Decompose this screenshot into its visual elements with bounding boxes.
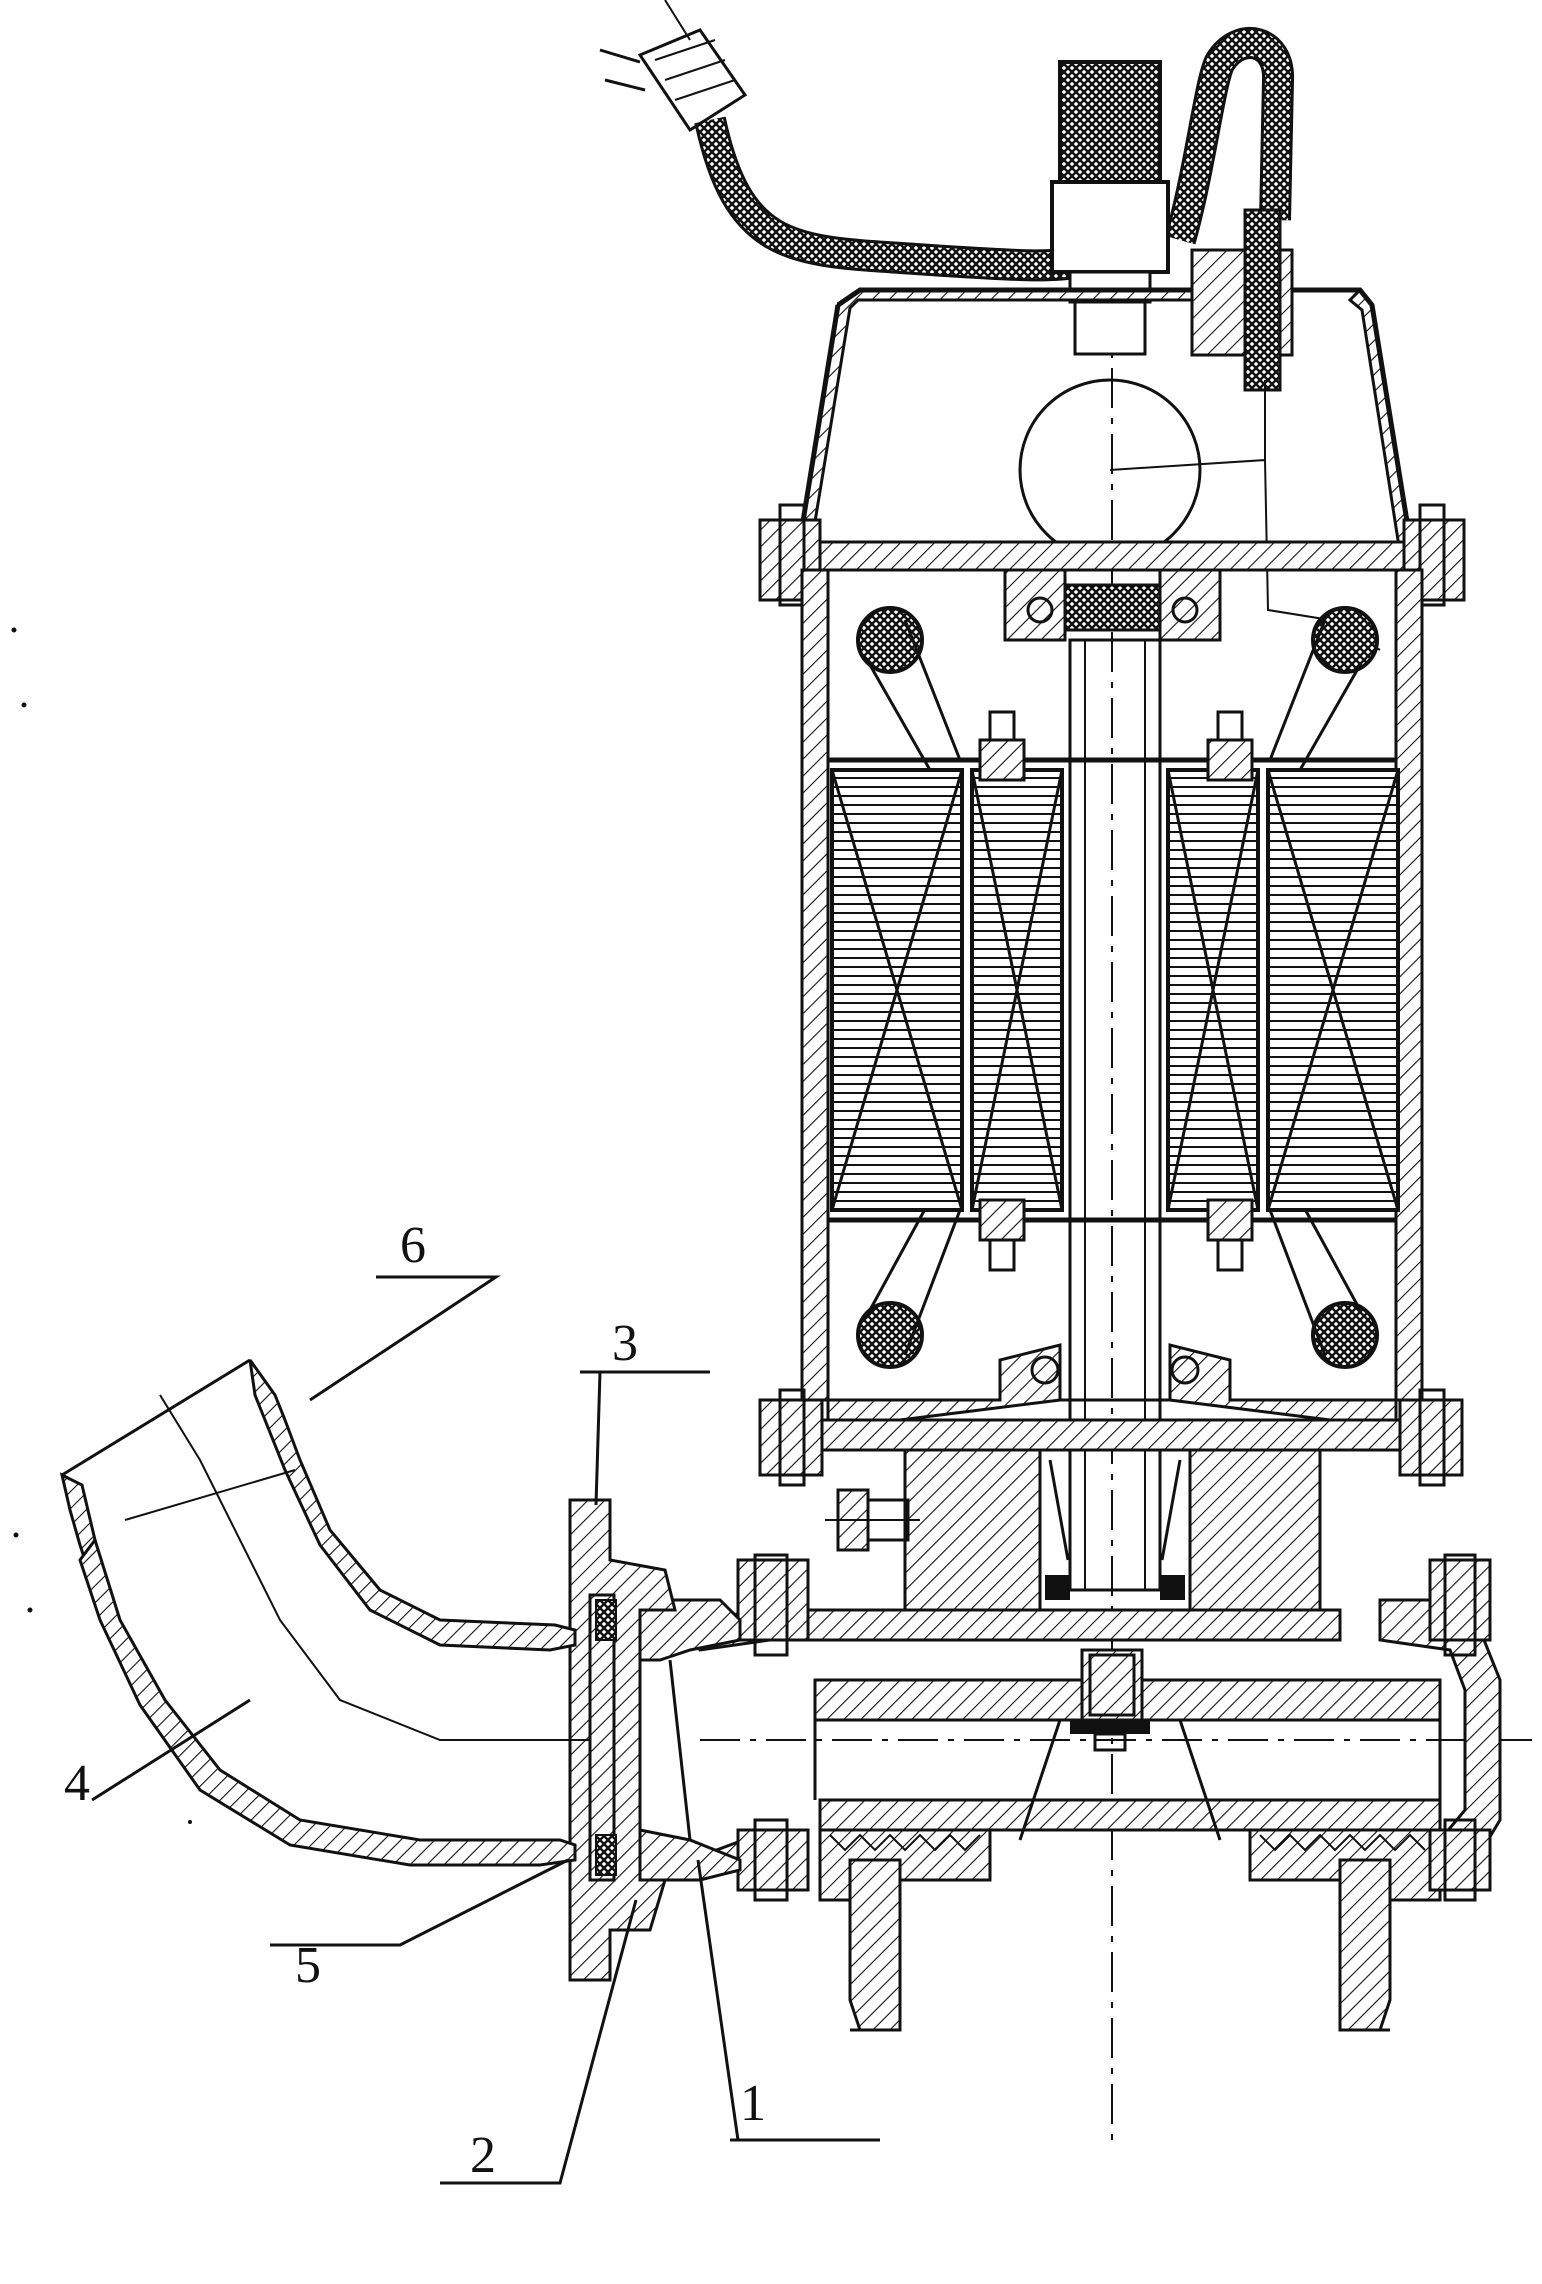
rotor-bolts [978,710,1254,1272]
leader-lines [91,1275,880,2185]
cable-gland [1050,60,1170,356]
label-4: 4 [64,1755,90,1812]
middle-flange [758,1388,1464,1487]
impeller [813,1648,1442,1841]
stator-core [828,757,1400,1223]
label-3: 3 [612,1315,638,1372]
lower-bearing-housing [826,1343,1398,1622]
plug-icon [599,0,748,133]
volute-bolts [736,1553,1492,1902]
pump-outlet-pipe [638,1598,742,1882]
elbow-pipe [59,1358,590,1867]
motor-shaft [1068,638,1162,1592]
power-cable [694,27,1294,282]
base-stand [818,1828,1442,2032]
motor-housing [800,568,1424,1402]
label-2: 2 [470,2127,496,2184]
label-5: 5 [295,1937,321,1994]
oil-plug [825,1488,920,1552]
winding-end-turns [856,606,1379,1369]
connecting-flange [568,1498,677,1982]
label-6: 6 [400,1217,426,1274]
upper-bearing [1003,568,1222,642]
label-1: 1 [740,2075,766,2132]
stray-dots [11,627,192,1824]
